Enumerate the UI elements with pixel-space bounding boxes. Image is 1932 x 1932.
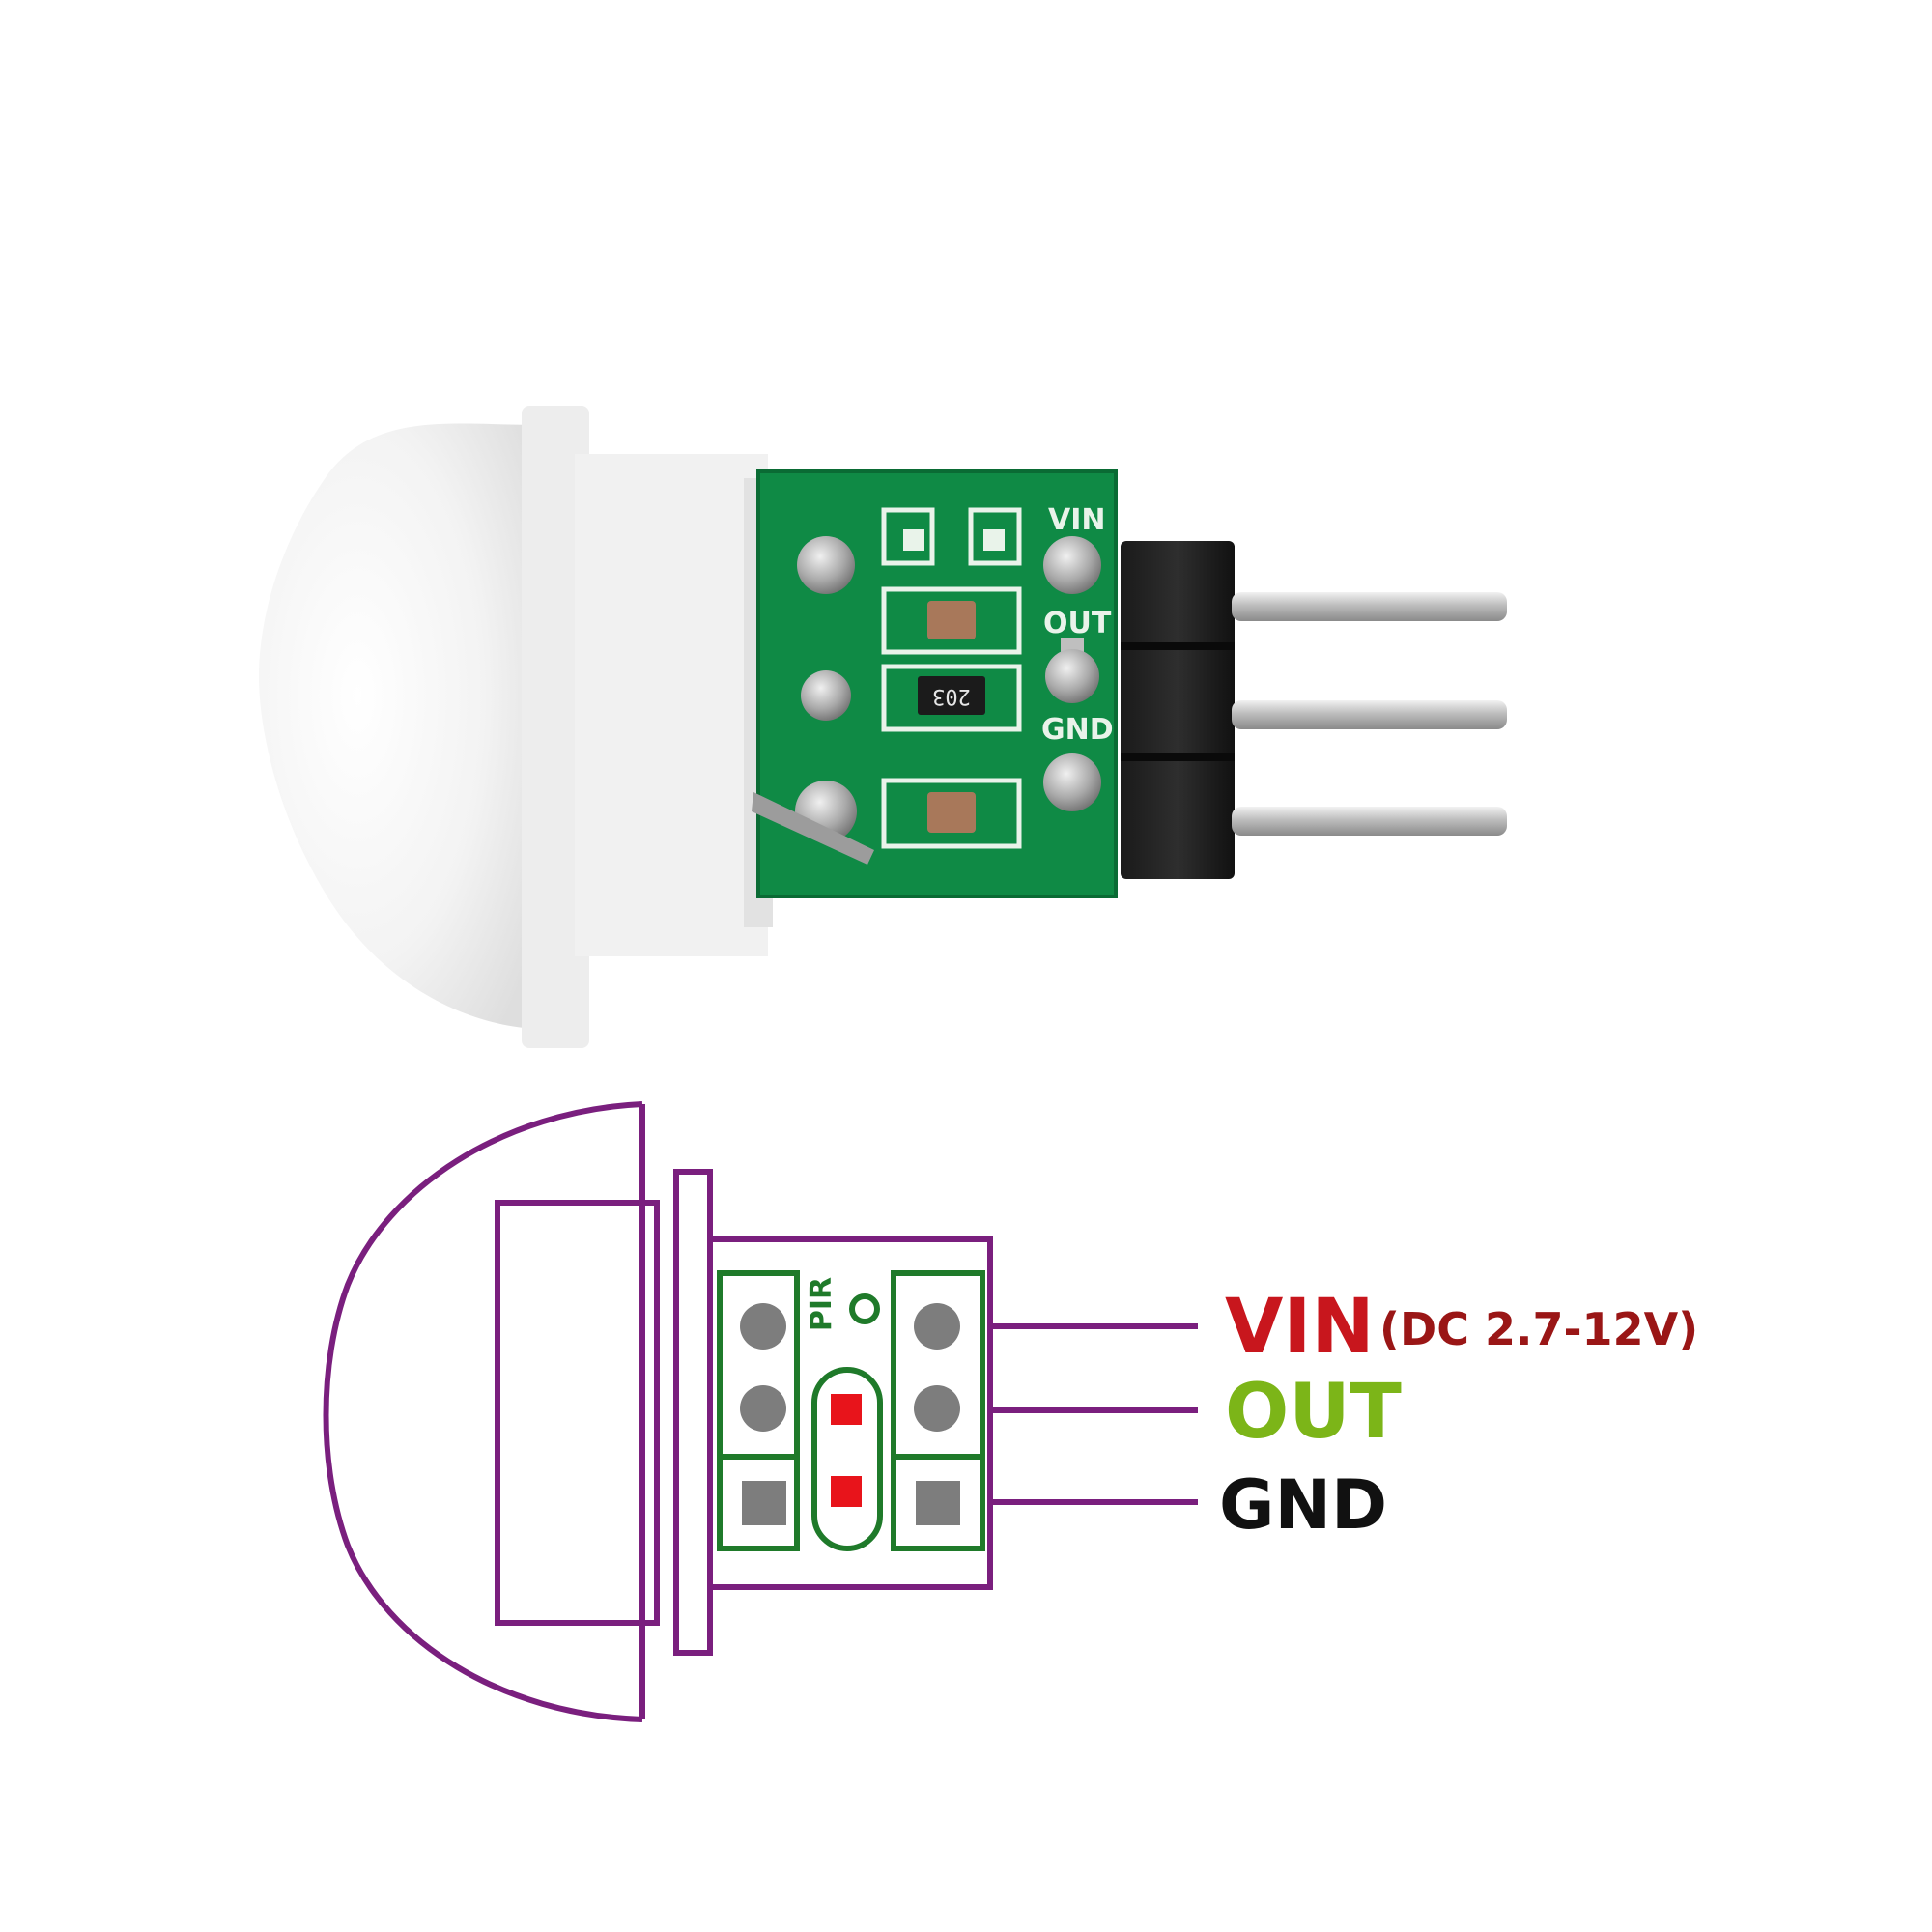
header-pins [1232,592,1507,836]
pcb-board: 203 VIN OUT GND [752,469,1118,898]
leader-lines [990,1323,1198,1505]
solder-joint-gnd [1043,753,1101,811]
header-pin-gnd [1232,807,1507,836]
smd-capacitor-bottom [927,792,976,833]
pinout-diagram: PIR VIN (DC 2.7-12V) OUT GND [323,1101,1698,1722]
header-pin-vin [1232,592,1507,621]
dome-outline [323,1101,993,1722]
jumper-pad-top [831,1394,862,1425]
label-vin: VIN [1225,1284,1375,1371]
solder-joint [797,536,855,594]
label-gnd: GND [1219,1465,1387,1545]
pin-header [1121,541,1235,879]
solder-joint-vin [1043,536,1101,594]
pads [740,1303,960,1525]
smd-resistor [918,676,985,715]
silk-gnd: GND [1041,713,1114,747]
silk-vin: VIN [1048,503,1106,537]
solder-joint [801,670,851,721]
board-traces [717,1270,985,1551]
pad-left-3 [742,1481,786,1525]
silk-out: OUT [1043,607,1112,640]
label-out: OUT [1225,1369,1402,1456]
pad-gnd [916,1481,960,1525]
smd-capacitor-top [927,601,976,639]
pad-left-1 [740,1303,786,1350]
jumper-pad-bottom [831,1476,862,1507]
pad-vin [914,1303,960,1350]
resistor-code: 203 [932,684,971,708]
fresnel-lens-dome [259,406,773,1048]
sensor-lead [752,792,874,865]
pad-left-2 [740,1385,786,1432]
pir-module-photo: 203 VIN OUT GND [259,406,1507,1048]
board-label-pir: PIR [805,1277,838,1331]
label-vin-spec: (DC 2.7-12V) [1379,1303,1698,1355]
solder-joint-out [1045,649,1099,703]
pad-out [914,1385,960,1432]
header-pin-out [1232,700,1507,729]
